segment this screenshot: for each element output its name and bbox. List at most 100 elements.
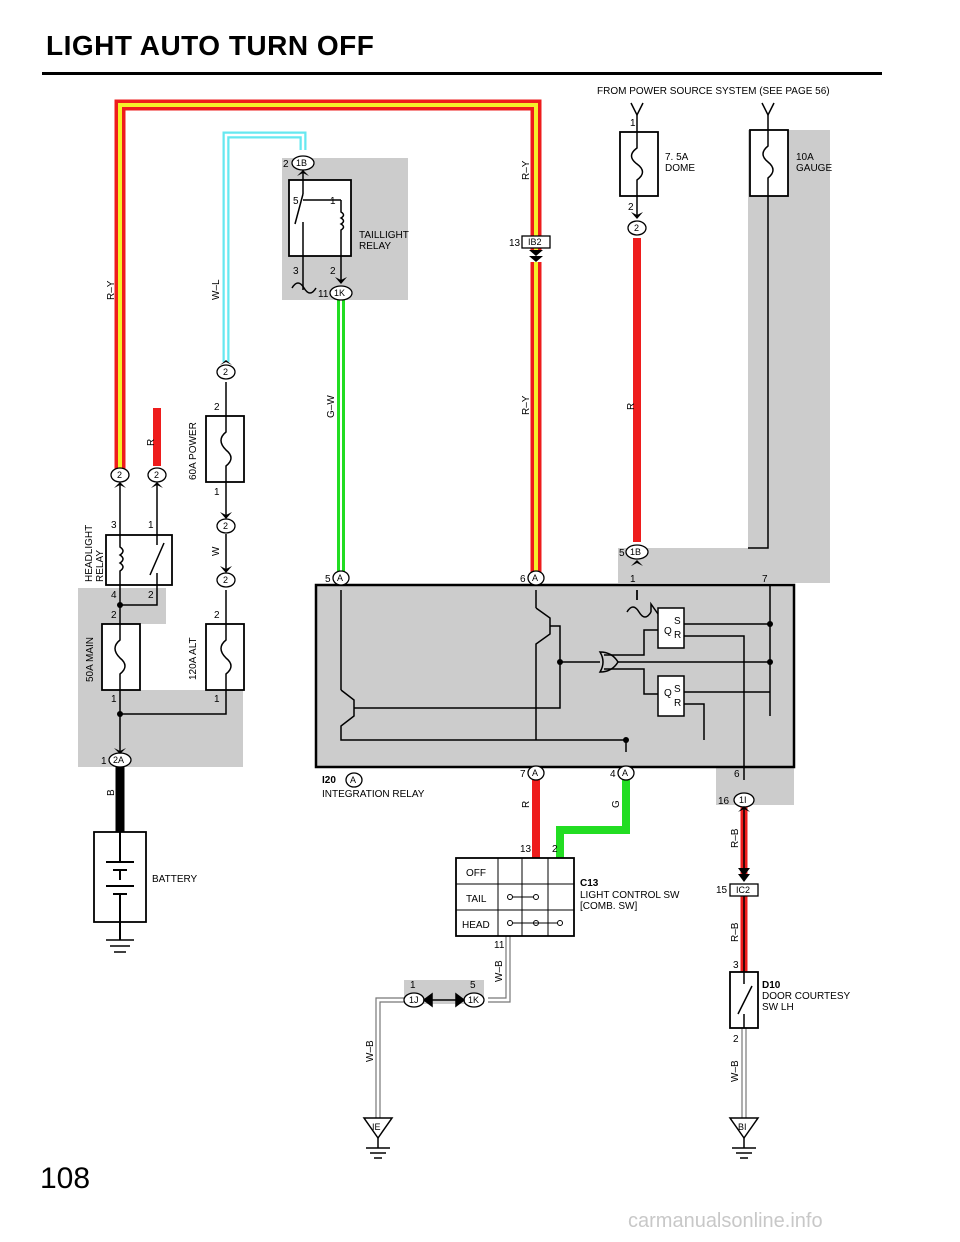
fuse-50a-main: 50A MAIN: [85, 623, 141, 691]
door-courtesy-switch: D10 DOOR COURTESY SW LH: [729, 971, 850, 1029]
conn-1I: 1I: [733, 792, 755, 808]
ground-bi-label: BI: [738, 1122, 747, 1132]
svg-text:11: 11: [318, 289, 329, 300]
conn-IC2: IC2: [729, 883, 759, 897]
flipflop2-q: Q: [664, 688, 672, 699]
svg-text:2: 2: [214, 610, 220, 621]
svg-text:4: 4: [610, 769, 616, 780]
wire-label-wl: W–L: [211, 279, 222, 300]
watermark: carmanualsonline.info: [628, 1210, 823, 1232]
wire-r-y: [114, 99, 542, 572]
conn-1B-top: 1B: [291, 155, 315, 171]
conn-1J: 1J: [403, 992, 425, 1008]
connector-arrows: [114, 170, 750, 882]
svg-text:3: 3: [733, 960, 739, 971]
conn-A6: A: [527, 570, 545, 586]
flipflop1-r: R: [674, 630, 681, 641]
svg-text:1: 1: [111, 694, 117, 705]
svg-text:1K: 1K: [334, 288, 345, 298]
ir-conn-badge: [345, 772, 363, 788]
svg-text:1: 1: [330, 196, 336, 207]
svg-text:13: 13: [509, 238, 521, 249]
fuse-60a-power: 60A POWER: [188, 415, 245, 483]
ground-ie: IE: [362, 1117, 394, 1159]
wire-label-wb-ie: W–B: [365, 1040, 376, 1062]
svg-text:1: 1: [214, 487, 220, 498]
conn-2-alt-top: 2: [216, 572, 236, 588]
svg-text:6: 6: [520, 574, 526, 585]
svg-text:1K: 1K: [468, 995, 479, 1005]
svg-text:1I: 1I: [739, 795, 747, 805]
svg-text:16: 16: [718, 796, 730, 807]
flipflop1-q: Q: [664, 626, 672, 637]
svg-text:13: 13: [520, 844, 532, 855]
svg-text:A: A: [622, 768, 628, 778]
integration-relay-box: [314, 583, 796, 769]
integration-relay-internals: [340, 586, 771, 780]
alt-fuse-label: 120A ALT: [188, 637, 199, 680]
conn-IB2: IB2: [521, 235, 551, 249]
svg-text:2: 2: [148, 590, 154, 601]
wire-label-g-sw: G: [611, 800, 622, 808]
conn-1B-mid: 1B: [625, 544, 649, 560]
gauge-fuse-amp: 10A: [796, 152, 814, 163]
svg-text:2A: 2A: [113, 755, 124, 765]
svg-text:2: 2: [154, 470, 159, 480]
conn-2-hl-left: 2: [110, 467, 130, 483]
svg-text:1B: 1B: [630, 547, 641, 557]
svg-text:11: 11: [494, 940, 505, 951]
svg-text:1: 1: [630, 118, 636, 129]
wire-label-r-sw: R: [521, 801, 532, 808]
logic-dots: [117, 602, 773, 743]
switch-pos-off: OFF: [466, 868, 486, 879]
ir-code: I20: [322, 775, 336, 786]
conn-2A: 2A: [108, 752, 132, 768]
gauge-fuse-name: GAUGE: [796, 163, 832, 174]
svg-text:3: 3: [111, 520, 117, 531]
power-fuse-label: 60A POWER: [188, 422, 199, 480]
ir-conn-letter: A: [350, 775, 356, 785]
svg-text:2: 2: [628, 202, 634, 213]
flipflop2-s: S: [674, 684, 681, 695]
wire-label-gw: G–W: [326, 395, 337, 418]
svg-text:4: 4: [111, 590, 117, 601]
battery-label: BATTERY: [152, 874, 198, 885]
flipflop2-r: R: [674, 698, 681, 709]
svg-text:2: 2: [223, 367, 228, 377]
fuse-120a-alt: 120A ALT: [188, 623, 245, 691]
svg-text:2: 2: [223, 575, 228, 585]
conn-A4: A: [617, 765, 635, 781]
svg-text:1: 1: [630, 574, 636, 585]
wire-label-ry-left: R–Y: [106, 280, 117, 300]
conn-A5: A: [332, 570, 350, 586]
svg-text:A: A: [532, 768, 538, 778]
svg-text:2: 2: [117, 470, 122, 480]
ground-ie-label: IE: [372, 1122, 381, 1132]
pin-numbers: 1 2 2 5 1 3 2 11 13 2 1 2 1 3 1 4 2 2 1 …: [101, 118, 768, 1045]
wire-label-ry-top: R–Y: [521, 160, 532, 180]
svg-text:A: A: [532, 573, 538, 583]
switch-name-1: LIGHT CONTROL SW: [580, 890, 680, 901]
light-control-switch: OFF TAIL HEAD C13 LIGHT CONTROL SW [COMB…: [455, 857, 680, 937]
svg-text:6: 6: [734, 769, 740, 780]
taillight-relay: TAILLIGHT RELAY: [288, 170, 409, 294]
svg-text:2: 2: [330, 266, 336, 277]
svg-text:2: 2: [111, 610, 117, 621]
conn-2-hl-right: 2: [147, 467, 167, 483]
svg-text:2: 2: [223, 521, 228, 531]
title-rule: [42, 72, 882, 75]
svg-text:1B: 1B: [296, 158, 307, 168]
switch-pos-tail: TAIL: [466, 894, 487, 905]
conn-A7: A: [527, 765, 545, 781]
wire-label-w: W: [211, 546, 222, 556]
svg-text:2: 2: [214, 402, 220, 413]
svg-text:A: A: [337, 573, 343, 583]
wire-g-switch: [556, 780, 630, 858]
shaded-regions: [78, 130, 830, 1004]
source-arrows: [630, 102, 775, 117]
conn-2-dome: 2: [627, 220, 647, 236]
svg-text:2: 2: [552, 844, 558, 855]
dome-fuse-name: DOME: [665, 163, 695, 174]
